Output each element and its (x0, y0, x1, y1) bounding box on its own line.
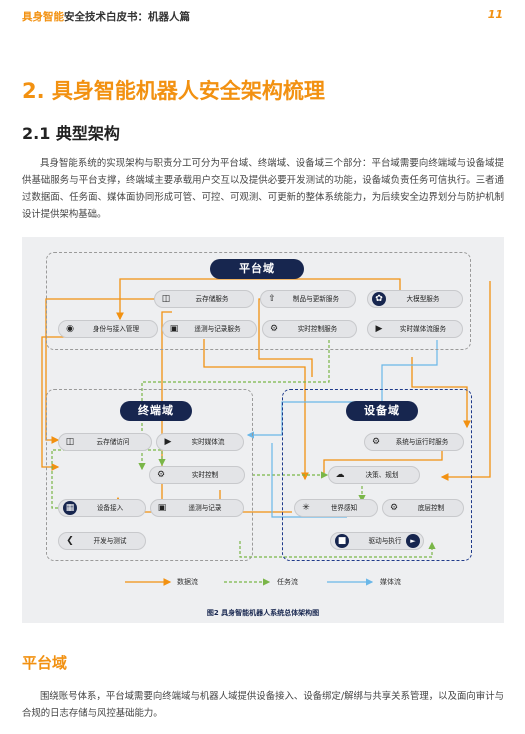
legend-media-label: 媒体流 (380, 578, 401, 586)
decision-planning: ☁决策、规划 (328, 466, 420, 484)
realtime-media-stream: ▶实时媒体流 (156, 433, 244, 451)
identity-access-management: ◉身份与接入管理 (58, 320, 158, 338)
data-flow-line (203, 339, 309, 481)
telemetry-icon: ▣ (157, 503, 167, 513)
brain-icon: ☁ (335, 470, 345, 480)
telemetry-record-service: ▣遥测与记录服务 (162, 320, 257, 338)
upload-icon: ⇧ (268, 294, 276, 304)
data-flow-line (411, 357, 471, 429)
flow-arrows (41, 278, 491, 586)
terminal-domain (46, 389, 253, 561)
realtime-control-service: ⚙实时控制服务 (262, 320, 357, 338)
ai-model-icon: ✿ (372, 292, 386, 306)
low-level-control: ⚙底层控制 (382, 499, 464, 517)
figure-caption: 图2 具身智能机器人系统总体架构图 (206, 609, 320, 617)
sliders-icon: ⚙ (156, 470, 166, 480)
system-runtime-service: ⚙系统与运行时服务 (364, 433, 464, 451)
device-domain (282, 389, 472, 561)
realtime-control: ⚙实时控制 (149, 466, 245, 484)
platform-section-title: 平台域 (22, 654, 68, 672)
legend-task-label: 任务流 (277, 578, 298, 586)
speaker-icon: ► (406, 534, 420, 548)
actuator-execution: ■驱动与执行► (330, 532, 424, 550)
platform-domain-title: 平台域 (210, 259, 304, 279)
sensor-icon: ✳ (302, 503, 310, 513)
robot-icon: ■ (335, 534, 349, 548)
database-icon: ◫ (65, 437, 75, 447)
realtime-media-service: ▶实时媒体流服务 (367, 320, 463, 338)
running-header: 具身智能安全技术白皮书：机器人篇 (22, 11, 190, 23)
sliders-icon: ⚙ (389, 503, 399, 513)
media-flow-line (271, 443, 347, 518)
intro-paragraph: 具身智能系统的实现架构与职责分工可分为平台域、终端域、设备域三个部分：平台域需要… (22, 158, 504, 220)
device-domain-title: 设备域 (346, 401, 418, 421)
world-perception: ✳世界感知 (294, 499, 378, 517)
dev-and-test: ❮开发与测试 (58, 532, 146, 550)
platform-domain (46, 252, 471, 350)
data-flow-line (440, 281, 491, 481)
task-flow-line (239, 541, 436, 558)
architecture-figure: 平台域 ◫云存储服务 ⇧制品与更新服务 ✿大模型服务 ◉身份与接入管理 ▣遥测与… (22, 237, 504, 623)
code-icon: ❮ (66, 536, 74, 546)
device-access: ▦设备接入 (58, 499, 146, 517)
terminal-domain-title: 终端域 (120, 401, 192, 421)
telemetry-icon: ▣ (169, 324, 179, 334)
llm-service: ✿大模型服务 (367, 290, 463, 308)
cloud-storage-access: ◫云存储访问 (58, 433, 152, 451)
task-flow-line (138, 340, 330, 471)
play-icon: ▶ (375, 324, 383, 334)
data-flow-line (41, 336, 74, 471)
telemetry-record: ▣遥测与记录 (150, 499, 244, 517)
gear-icon: ⚙ (371, 437, 381, 447)
page-number: 11 (487, 8, 503, 21)
sliders-icon: ⚙ (269, 324, 279, 334)
data-flow-line (323, 447, 443, 473)
cloud-storage-service: ◫云存储服务 (154, 290, 254, 308)
device-icon: ▦ (63, 501, 77, 515)
play-icon: ▶ (164, 437, 172, 447)
platform-paragraph: 围绕账号体系，平台域需要向终端域与机器人域提供设备接入、设备绑定/解绑与共享关系… (22, 691, 504, 719)
legend-data-label: 数据流 (177, 578, 198, 586)
data-flow-line (45, 298, 172, 444)
database-icon: ◫ (161, 294, 171, 304)
artifact-update-service: ⇧制品与更新服务 (260, 290, 356, 308)
section-title: 2.1 典型架构 (22, 124, 120, 143)
chapter-title: 2. 具身智能机器人安全架构梳理 (22, 79, 325, 103)
user-icon: ◉ (66, 324, 74, 334)
